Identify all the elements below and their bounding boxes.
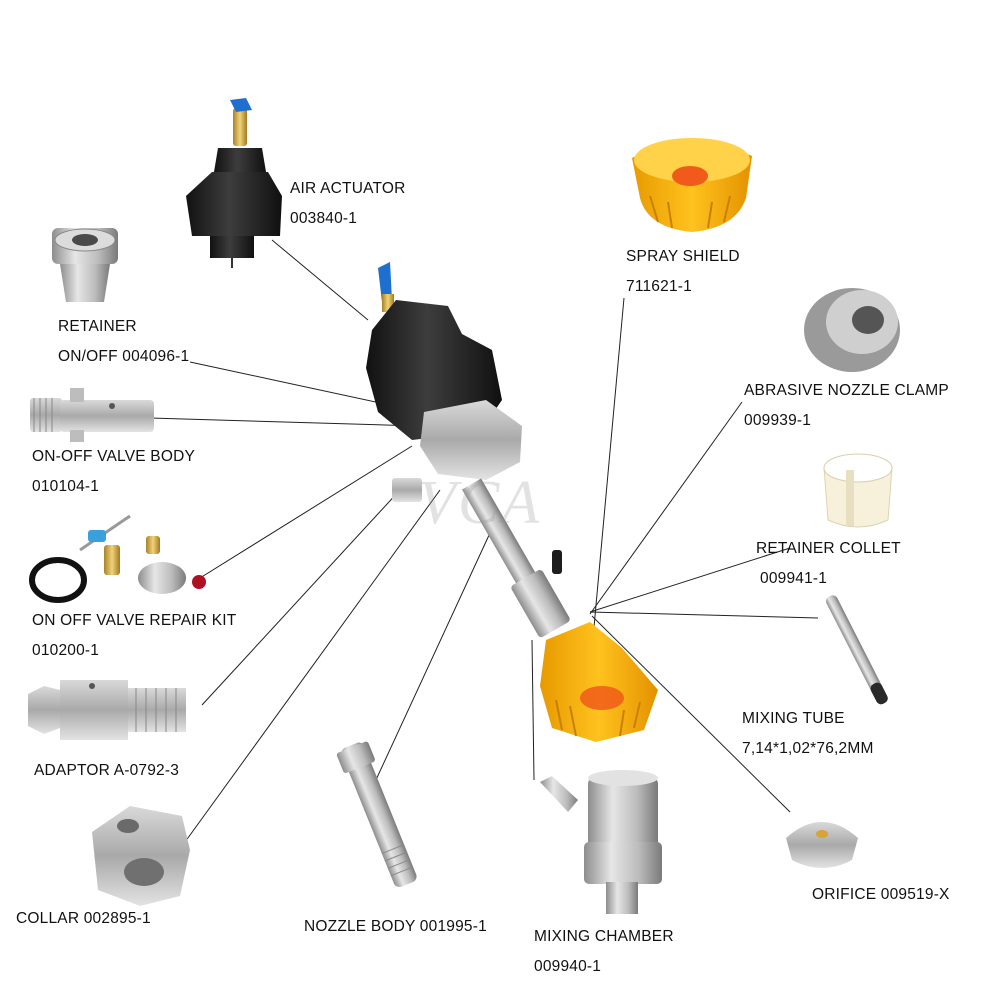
part-name: COLLAR 002895-1	[16, 910, 151, 927]
part-code: 009941-1	[760, 570, 828, 587]
mixing-tube-image	[826, 595, 888, 705]
leader-nozzle-body	[374, 519, 497, 783]
part-name: RETAINER COLLET	[756, 540, 901, 557]
repair-kit-image	[29, 514, 206, 603]
main-assembly-image	[366, 262, 658, 742]
label-nozzle-body: NOZZLE BODY 001995-1	[304, 912, 487, 942]
label-retainer-collet: RETAINER COLLET 009941-1	[756, 534, 901, 594]
label-repair-kit: ON OFF VALVE REPAIR KIT 010200-1	[32, 606, 236, 666]
abrasive-nozzle-clamp-image	[804, 288, 900, 372]
retainer-image	[52, 228, 118, 302]
part-code: 003840-1	[290, 210, 358, 227]
label-air-actuator: AIR ACTUATOR 003840-1	[290, 174, 406, 234]
part-name: NOZZLE BODY 001995-1	[304, 918, 487, 935]
air-actuator-image	[186, 98, 282, 268]
part-name: ORIFICE 009519-X	[812, 886, 950, 903]
part-name: MIXING TUBE	[742, 710, 845, 727]
leader-orifice	[591, 615, 791, 813]
nozzle-body-image	[336, 741, 417, 888]
part-code: 711621-1	[626, 278, 692, 295]
adaptor-image	[28, 680, 186, 740]
leader-valve-body	[149, 417, 419, 427]
part-name: ABRASIVE NOZZLE CLAMP	[744, 382, 949, 399]
part-code: 010104-1	[32, 478, 100, 495]
part-code: 010200-1	[32, 642, 100, 659]
leader-adaptor	[201, 489, 401, 706]
collar-image	[92, 806, 190, 906]
leader-lines	[149, 239, 819, 843]
part-name: ADAPTOR A-0792-3	[34, 762, 180, 779]
label-mixing-tube: MIXING TUBE 7,14*1,02*76,2MM	[742, 704, 874, 764]
leader-mixing-tube	[589, 611, 819, 619]
on-off-valve-body-image	[30, 388, 154, 442]
label-orifice: ORIFICE 009519-X	[812, 880, 950, 910]
leader-spray-shield	[590, 297, 625, 661]
leader-air-actuator	[271, 239, 369, 321]
part-code: ON/OFF 004096-1	[58, 348, 190, 365]
label-adaptor: ADAPTOR A-0792-3	[34, 756, 179, 786]
label-on-off-valve-body: ON-OFF VALVE BODY 010104-1	[32, 442, 195, 502]
spray-shield-image	[632, 138, 752, 232]
leader-repair-kit	[199, 445, 413, 579]
watermark: VCA	[418, 469, 542, 537]
leader-collet	[589, 547, 791, 613]
label-retainer: RETAINER ON/OFF 004096-1	[58, 312, 189, 372]
leader-collar	[184, 489, 441, 843]
part-name: ON-OFF VALVE BODY	[32, 448, 196, 465]
retainer-collet-image	[823, 453, 893, 528]
leader-mixing-chamber	[531, 639, 535, 781]
mixing-chamber-image	[540, 770, 662, 914]
part-name: AIR ACTUATOR	[290, 180, 406, 197]
label-spray-shield: SPRAY SHIELD 711621-1	[626, 242, 740, 302]
label-abrasive-nozzle-clamp: ABRASIVE NOZZLE CLAMP 009939-1	[744, 376, 949, 436]
leader-clamp	[589, 401, 743, 615]
part-name: SPRAY SHIELD	[626, 248, 740, 265]
part-name: ON OFF VALVE REPAIR KIT	[32, 612, 237, 629]
part-name: MIXING CHAMBER	[534, 928, 674, 945]
part-code: 009939-1	[744, 412, 812, 429]
part-name: RETAINER	[58, 318, 137, 335]
label-mixing-chamber: MIXING CHAMBER 009940-1	[534, 922, 674, 982]
part-code: 009940-1	[534, 958, 602, 975]
part-code: 7,14*1,02*76,2MM	[742, 740, 874, 757]
label-collar: COLLAR 002895-1	[16, 904, 151, 934]
orifice-image	[786, 822, 858, 868]
